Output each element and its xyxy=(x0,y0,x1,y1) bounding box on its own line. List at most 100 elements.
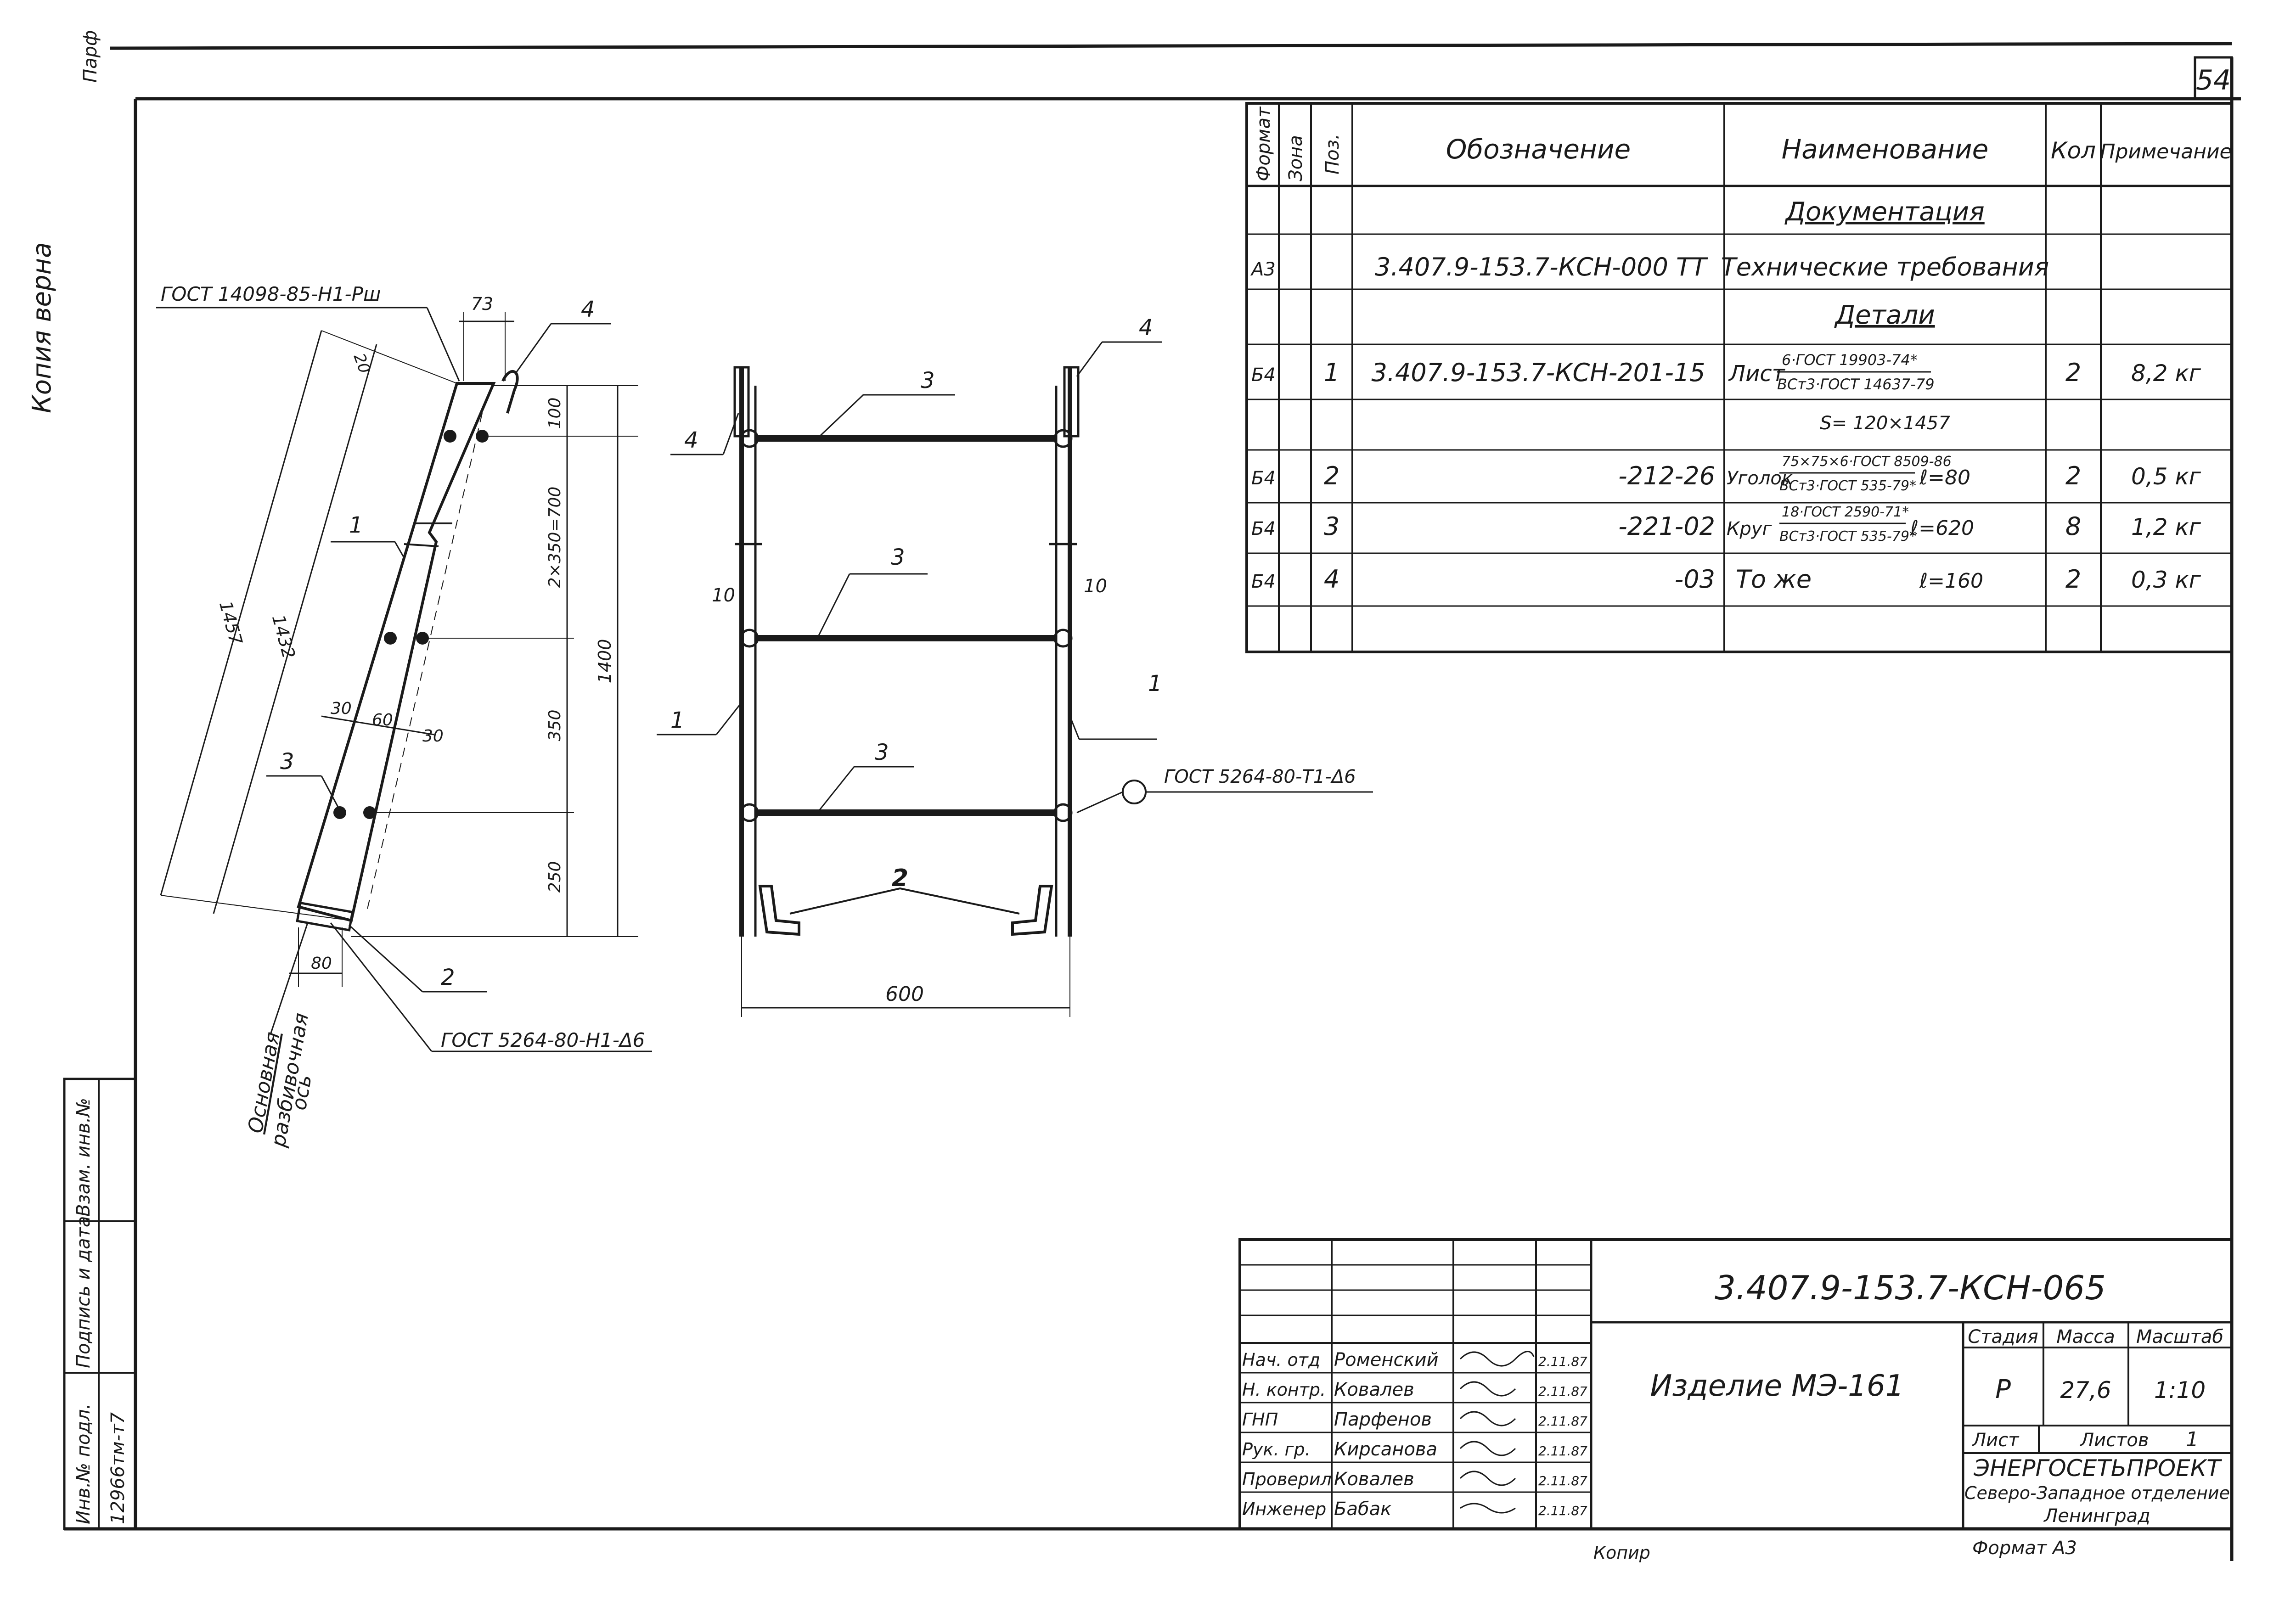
signature-mark xyxy=(1459,1411,1516,1426)
row5-designation: -03 xyxy=(1675,565,1715,594)
header-designation: Обозначение xyxy=(1446,134,1631,165)
row5-length: ℓ=160 xyxy=(1919,569,1983,593)
name-0: Роменский xyxy=(1334,1349,1439,1370)
pos-1-front-right: 1 xyxy=(1148,671,1162,696)
row5-format: Б4 xyxy=(1251,571,1276,592)
dim-30a: 30 xyxy=(331,699,352,718)
header-zone: Зона xyxy=(1285,135,1306,181)
dim-600: 600 xyxy=(885,983,924,1006)
header-pos: Поз. xyxy=(1322,134,1343,174)
dim-10b: 10 xyxy=(1084,576,1107,597)
row4-name-bot: ВСт3·ГОСТ 535-79* xyxy=(1779,528,1916,545)
dim-73: 73 xyxy=(471,294,493,314)
dim-1432: 1432 xyxy=(268,612,299,661)
row3-qty: 2 xyxy=(2065,461,2081,490)
spec-table xyxy=(1245,102,2233,653)
pos-4-front-right: 4 xyxy=(1139,315,1153,341)
sheet-label: Лист xyxy=(1971,1430,2020,1451)
dim-80: 80 xyxy=(311,954,332,973)
role-0: Нач. отд xyxy=(1242,1350,1320,1370)
name-3: Кирсанова xyxy=(1334,1439,1437,1460)
dim-1400: 1400 xyxy=(595,639,615,684)
pos-1-front-left: 1 xyxy=(670,707,685,733)
sheet-number: 54 xyxy=(2196,64,2231,96)
header-name: Наименование xyxy=(1782,134,1989,165)
date-1: 2.11.87 xyxy=(1538,1384,1587,1399)
pos-3-left: 3 xyxy=(280,749,294,775)
row4-qty: 8 xyxy=(2065,512,2081,541)
signature-mark xyxy=(1459,1471,1516,1486)
row1-note: 8,2 кг xyxy=(2131,360,2201,387)
section-docs: Документация xyxy=(1784,197,1984,227)
stamp-vzam: Взам. инв.№ xyxy=(73,1098,94,1217)
row3-name-top: 75×75×6·ГОСТ 8509-86 xyxy=(1782,454,1952,470)
row5-qty: 2 xyxy=(2065,565,2081,594)
front-view-ladder xyxy=(733,366,1080,1017)
bolt-mark xyxy=(333,806,346,819)
role-3: Рук. гр. xyxy=(1242,1439,1311,1460)
date-5: 2.11.87 xyxy=(1538,1503,1587,1518)
sheets-label: Листов xyxy=(2079,1430,2149,1451)
stamp-inv-podl: Инв.№ подл. xyxy=(73,1404,94,1524)
scale-label: Масштаб xyxy=(2136,1326,2223,1348)
label-gost-top: ГОСТ 14098-85-Н1-Рш xyxy=(161,283,381,305)
row3-length: ℓ=80 xyxy=(1919,466,1970,489)
name-5: Бабак xyxy=(1334,1499,1391,1520)
name-2: Парфенов xyxy=(1334,1409,1432,1430)
mass-label: Масса xyxy=(2056,1326,2115,1348)
signature-mark xyxy=(1460,1503,1516,1514)
header-note: Примечание xyxy=(2100,140,2232,163)
org-name: ЭНЕРГОСЕТЬПРОЕКТ xyxy=(1973,1455,2222,1482)
corner-note: Парф xyxy=(80,30,101,83)
row5-pos: 4 xyxy=(1324,565,1339,594)
row2-name: S= 120×1457 xyxy=(1820,413,1950,434)
dim-250: 250 xyxy=(546,861,564,893)
row3-format: Б4 xyxy=(1251,468,1276,489)
row0-name: Технические требования xyxy=(1721,253,2049,281)
inclined-detail-view xyxy=(160,312,638,1033)
dim-20: 20 xyxy=(350,351,374,376)
row3-name: Уголок xyxy=(1727,468,1793,489)
row1-name-top: 6·ГОСТ 19903-74* xyxy=(1782,351,1918,369)
dim-100: 100 xyxy=(546,398,564,429)
role-1: Н. контр. xyxy=(1242,1380,1326,1400)
date-0: 2.11.87 xyxy=(1538,1354,1587,1369)
pos-2-front: 2 xyxy=(892,865,908,892)
row0-format: А3 xyxy=(1250,259,1276,280)
date-4: 2.11.87 xyxy=(1538,1473,1587,1488)
pos-1-left: 1 xyxy=(349,512,363,538)
dim-10a: 10 xyxy=(712,585,735,606)
row4-designation: -221-02 xyxy=(1618,512,1715,541)
row4-length: ℓ=620 xyxy=(1910,517,1974,540)
dim-60: 60 xyxy=(372,711,393,730)
stamp-podpis: Подпись и дата xyxy=(73,1216,94,1368)
row1-qty: 2 xyxy=(2065,358,2081,387)
role-4: Проверил xyxy=(1242,1469,1332,1489)
signatures: Нач. отд Роменский 2.11.87 Н. контр. Ков… xyxy=(1242,1349,1587,1520)
role-5: Инженер xyxy=(1242,1499,1326,1519)
stage-label: Стадия xyxy=(1968,1326,2038,1348)
row4-pos: 3 xyxy=(1324,512,1339,541)
date-3: 2.11.87 xyxy=(1538,1443,1587,1459)
bolt-mark xyxy=(444,430,456,443)
dim-700: 2×350=700 xyxy=(546,487,564,588)
row3-pos: 2 xyxy=(1324,461,1339,490)
row1-format: Б4 xyxy=(1251,365,1276,386)
row5-note: 0,3 кг xyxy=(2131,567,2201,593)
pos-3-front-c: 3 xyxy=(875,740,889,765)
pos-3-front-a: 3 xyxy=(921,368,935,393)
row1-designation: 3.407.9-153.7-КСН-201-15 xyxy=(1371,358,1705,387)
date-2: 2.11.87 xyxy=(1538,1414,1587,1429)
label-gost-bottom: ГОСТ 5264-80-Н1-Δ6 xyxy=(441,1029,645,1051)
section-parts: Детали xyxy=(1834,300,1935,330)
org-branch: Северо-Западное отделение xyxy=(1964,1483,2230,1503)
pos-4-left: 4 xyxy=(581,297,595,322)
row4-name-top: 18·ГОСТ 2590-71* xyxy=(1782,504,1909,520)
header-qty: Кол xyxy=(2051,137,2096,164)
scale-value: 1:10 xyxy=(2154,1377,2206,1404)
footer-copy: Копир xyxy=(1593,1543,1650,1563)
row1-pos: 1 xyxy=(1324,358,1339,387)
row1-name-bot: ВСт3·ГОСТ 14637-79 xyxy=(1777,376,1935,393)
row3-designation: -212-26 xyxy=(1618,461,1715,490)
row4-note: 1,2 кг xyxy=(2131,514,2201,540)
